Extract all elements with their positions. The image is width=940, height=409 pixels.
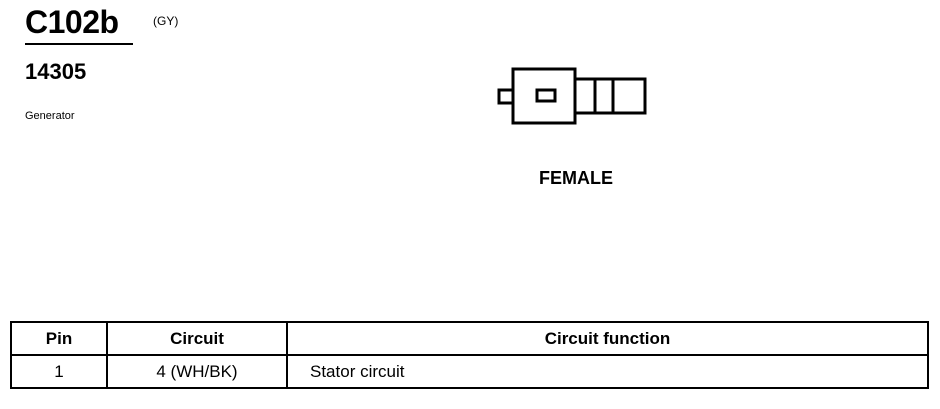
pin-number: 1: [10, 354, 108, 389]
title-underline: [25, 43, 133, 45]
color-code: (GY): [153, 14, 179, 28]
part-number: 14305: [25, 59, 87, 84]
connector-id: C102b: [25, 4, 119, 40]
circuit-code: 4 (WH/BK): [106, 354, 288, 389]
column-header-circuit-function: Circuit function: [286, 321, 929, 356]
terminal-cavity: [535, 88, 557, 103]
connector-rear: [573, 77, 647, 115]
connector-gender-label: FEMALE: [539, 168, 613, 188]
column-header-pin: Pin: [10, 321, 108, 356]
connector-body: [511, 67, 577, 125]
pin-table: Pin Circuit Circuit function 1 4 (WH/BK)…: [10, 321, 929, 389]
connector-face-diagram: [497, 67, 647, 125]
column-header-circuit: Circuit: [106, 321, 288, 356]
circuit-function: Stator circuit: [286, 354, 929, 389]
connector-latch: [497, 88, 515, 105]
component-name: Generator: [25, 110, 75, 122]
table-row: 1 4 (WH/BK) Stator circuit: [10, 354, 929, 389]
table-header-row: Pin Circuit Circuit function: [10, 321, 929, 356]
